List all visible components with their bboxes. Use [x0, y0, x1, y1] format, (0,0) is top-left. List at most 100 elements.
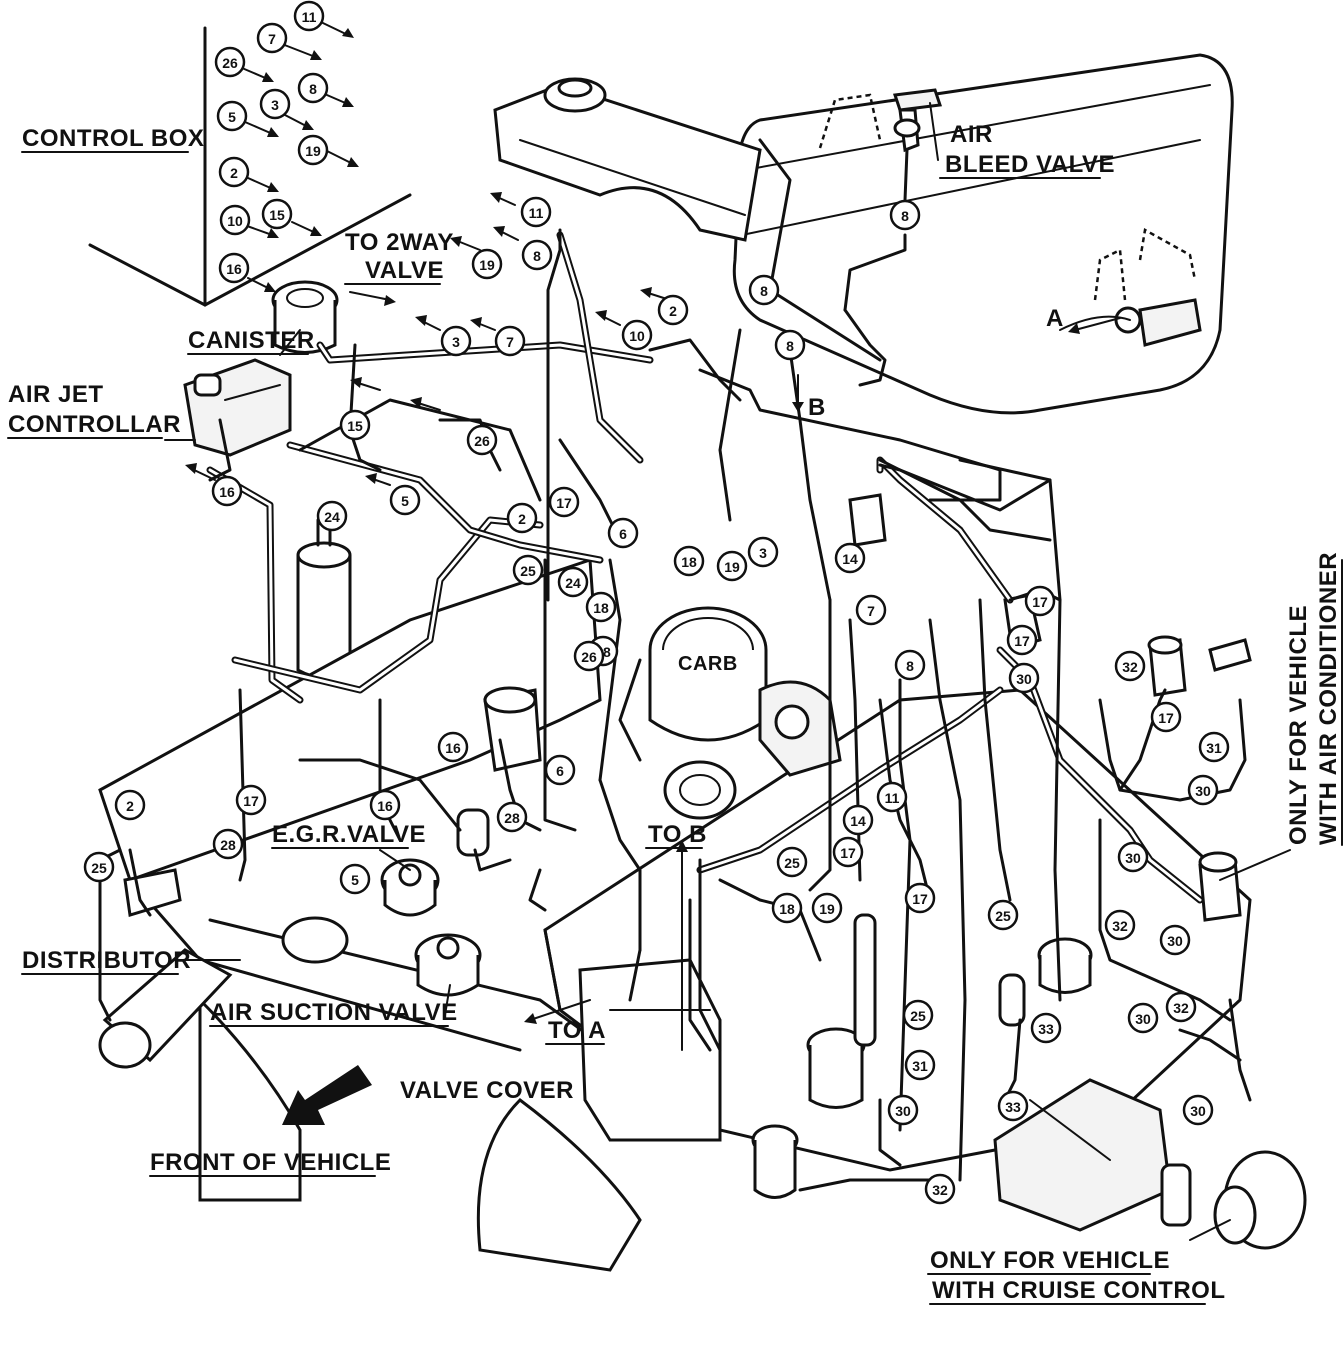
callout-number: 16 [445, 740, 461, 756]
callout-number: 18 [681, 554, 697, 570]
callout-15: 15 [339, 409, 371, 441]
callout-number: 30 [1195, 783, 1211, 799]
callout-11: 11 [293, 0, 325, 32]
callout-circle [496, 801, 528, 833]
air-jet-controllar-label-2: CONTROLLAR [8, 411, 181, 438]
callout-28: 28 [496, 801, 528, 833]
callout-26: 26 [466, 424, 498, 456]
callout-8: 8 [774, 329, 806, 361]
callout-number: 25 [784, 855, 800, 871]
callout-19: 19 [471, 248, 503, 280]
callout-number: 33 [1005, 1099, 1021, 1115]
callout-number: 28 [220, 837, 236, 853]
callout-7: 7 [256, 22, 288, 54]
callout-number: 25 [91, 860, 107, 876]
callout-8: 8 [521, 239, 553, 271]
vacuum-cylinder [296, 518, 352, 679]
callout-circle [544, 754, 576, 786]
callout-circle [832, 836, 864, 868]
callout-19: 19 [297, 134, 329, 166]
callout-circle [235, 784, 267, 816]
direction-arrows [185, 11, 1121, 1051]
callout-6: 6 [607, 517, 639, 549]
to-a-label: TO A [548, 1017, 606, 1044]
callout-7: 7 [855, 594, 887, 626]
air-suction-valve [281, 916, 482, 997]
callout-28: 28 [212, 828, 244, 860]
callout-19: 19 [811, 892, 843, 924]
callout-circle [557, 566, 589, 598]
callout-number: 19 [724, 559, 740, 575]
callout-number: 5 [351, 872, 359, 888]
callout-circle [621, 319, 653, 351]
callout-circle [876, 781, 908, 813]
callout-number: 32 [1173, 1000, 1189, 1016]
callout-circle [902, 999, 934, 1031]
callout-circle [261, 198, 293, 230]
callout-circle [1114, 650, 1146, 682]
callout-circle [471, 248, 503, 280]
air-jet-controllar [183, 358, 292, 457]
callout-25: 25 [987, 899, 1019, 931]
callout-2: 2 [218, 156, 250, 188]
callout-circle [214, 46, 246, 78]
callout-circle [1165, 991, 1197, 1023]
callout-32: 32 [924, 1173, 956, 1205]
callout-number: 8 [901, 208, 909, 224]
callout-number: 26 [474, 433, 490, 449]
callout-number: 7 [506, 334, 514, 350]
callout-30: 30 [1127, 1002, 1159, 1034]
callout-number: 26 [581, 649, 597, 665]
text-labels: CONTROL BOX CANISTER AIR JET CONTROLLAR … [7, 121, 1343, 1305]
callout-number: 31 [1206, 740, 1222, 756]
callout-8: 8 [894, 649, 926, 681]
carb-label: CARB [678, 653, 738, 675]
callout-number: 8 [906, 658, 914, 674]
callout-circle [1030, 1012, 1062, 1044]
callout-circle [774, 329, 806, 361]
callout-circle [573, 640, 605, 672]
callout-number: 17 [243, 793, 259, 809]
callout-17: 17 [1006, 624, 1038, 656]
thin-lines [98, 138, 1252, 1192]
callout-circle [607, 517, 639, 549]
callout-circle [1024, 585, 1056, 617]
reservoir-tank [493, 77, 762, 242]
air-conditioner-label-1: ONLY FOR VEHICLE [1285, 605, 1312, 845]
callout-circle [987, 899, 1019, 931]
callout-33: 33 [1030, 1012, 1062, 1044]
callout-8: 8 [889, 199, 921, 231]
callout-circle [339, 409, 371, 441]
callout-25: 25 [776, 846, 808, 878]
callout-11: 11 [520, 196, 552, 228]
callout-15: 15 [261, 198, 293, 230]
callout-number: 15 [347, 418, 363, 434]
callout-number: 30 [1125, 850, 1141, 866]
callout-31: 31 [904, 1049, 936, 1081]
callout-number: 2 [669, 303, 677, 319]
callout-3: 3 [747, 536, 779, 568]
callout-circle [297, 134, 329, 166]
callout-2: 2 [114, 789, 146, 821]
callout-circle [842, 804, 874, 836]
callout-circle [811, 892, 843, 924]
callout-circle [339, 863, 371, 895]
callout-circle [997, 1090, 1029, 1122]
callout-number: 5 [228, 109, 236, 125]
callout-25: 25 [902, 999, 934, 1031]
callout-24: 24 [316, 500, 348, 532]
callout-33: 33 [997, 1090, 1029, 1122]
callout-18: 18 [771, 892, 803, 924]
canister-label: CANISTER [188, 327, 315, 354]
callout-circle [512, 554, 544, 586]
callout-number: 8 [786, 338, 794, 354]
callout-number: 17 [840, 845, 856, 861]
air-cleaner-housing [732, 53, 1234, 415]
callout-30: 30 [1117, 841, 1149, 873]
callout-circle [389, 484, 421, 516]
callout-number: 24 [565, 575, 581, 591]
callout-number: 32 [1112, 918, 1128, 934]
